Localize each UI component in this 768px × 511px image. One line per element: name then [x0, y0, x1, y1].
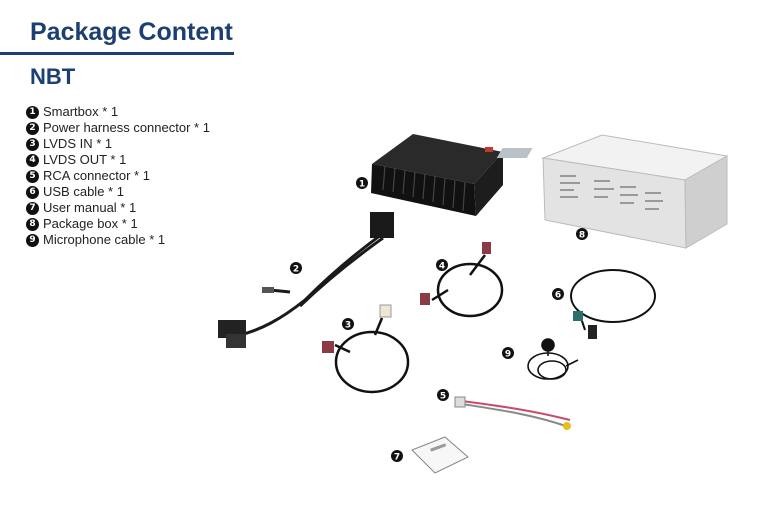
callout-8: 8	[579, 231, 585, 241]
callout-9: 9	[505, 350, 511, 360]
microphone-cable-image	[527, 338, 579, 380]
title-underline	[0, 52, 234, 55]
user-manual-image	[411, 436, 469, 474]
model-subtitle: NBT	[30, 64, 76, 89]
list-item: 8 Package box * 1	[26, 216, 210, 232]
list-item-label: User manual * 1	[43, 200, 137, 215]
page-title: Package Content	[30, 18, 233, 46]
photo-callouts: 1 2 3 4 5 6 7 8 9	[290, 177, 588, 463]
power-harness-image	[218, 212, 394, 348]
callout-4: 4	[439, 262, 445, 272]
list-item: 1 Smartbox * 1	[26, 104, 210, 120]
list-item-label: Smartbox * 1	[43, 104, 119, 119]
number-badge-icon: 4	[26, 153, 39, 167]
lvds-out-cable-image	[420, 242, 504, 318]
lvds-in-cable-image	[322, 304, 410, 394]
callout-3: 3	[345, 321, 351, 331]
number-badge-icon: 8	[26, 217, 39, 231]
callout-5: 5	[440, 392, 446, 402]
list-item-label: Power harness connector * 1	[43, 120, 210, 135]
list-item: 4 LVDS OUT * 1	[26, 152, 210, 168]
rca-connector-image	[454, 396, 571, 430]
list-item-label: LVDS IN * 1	[43, 136, 113, 151]
list-item: 3 LVDS IN * 1	[26, 136, 210, 152]
number-badge-icon: 9	[26, 233, 39, 247]
list-item-label: USB cable * 1	[43, 184, 124, 199]
list-item-label: RCA connector * 1	[43, 168, 150, 183]
callout-2: 2	[293, 265, 299, 275]
number-badge-icon: 1	[26, 105, 39, 119]
callout-6: 6	[555, 291, 561, 301]
smartbox-image	[371, 134, 503, 216]
callout-1: 1	[359, 180, 365, 190]
list-item: 5 RCA connector * 1	[26, 168, 210, 184]
number-badge-icon: 5	[26, 169, 39, 183]
usb-cable-image	[570, 269, 656, 339]
list-item: 6 USB cable * 1	[26, 184, 210, 200]
number-badge-icon: 6	[26, 185, 39, 199]
list-item-label: Microphone cable * 1	[43, 232, 166, 247]
list-item: 9 Microphone cable * 1	[26, 232, 210, 248]
number-badge-icon: 7	[26, 201, 39, 215]
list-item: 2 Power harness connector * 1	[26, 120, 210, 136]
package-item-list: 1 Smartbox * 1 2 Power harness connector *…	[26, 104, 210, 248]
list-item-label: Package box * 1	[43, 216, 138, 231]
package-box-image	[496, 134, 729, 249]
number-badge-icon: 2	[26, 121, 39, 135]
list-item-label: LVDS OUT * 1	[43, 152, 127, 167]
number-badge-icon: 3	[26, 137, 39, 151]
callout-7: 7	[394, 453, 400, 463]
list-item: 7 User manual * 1	[26, 200, 210, 216]
